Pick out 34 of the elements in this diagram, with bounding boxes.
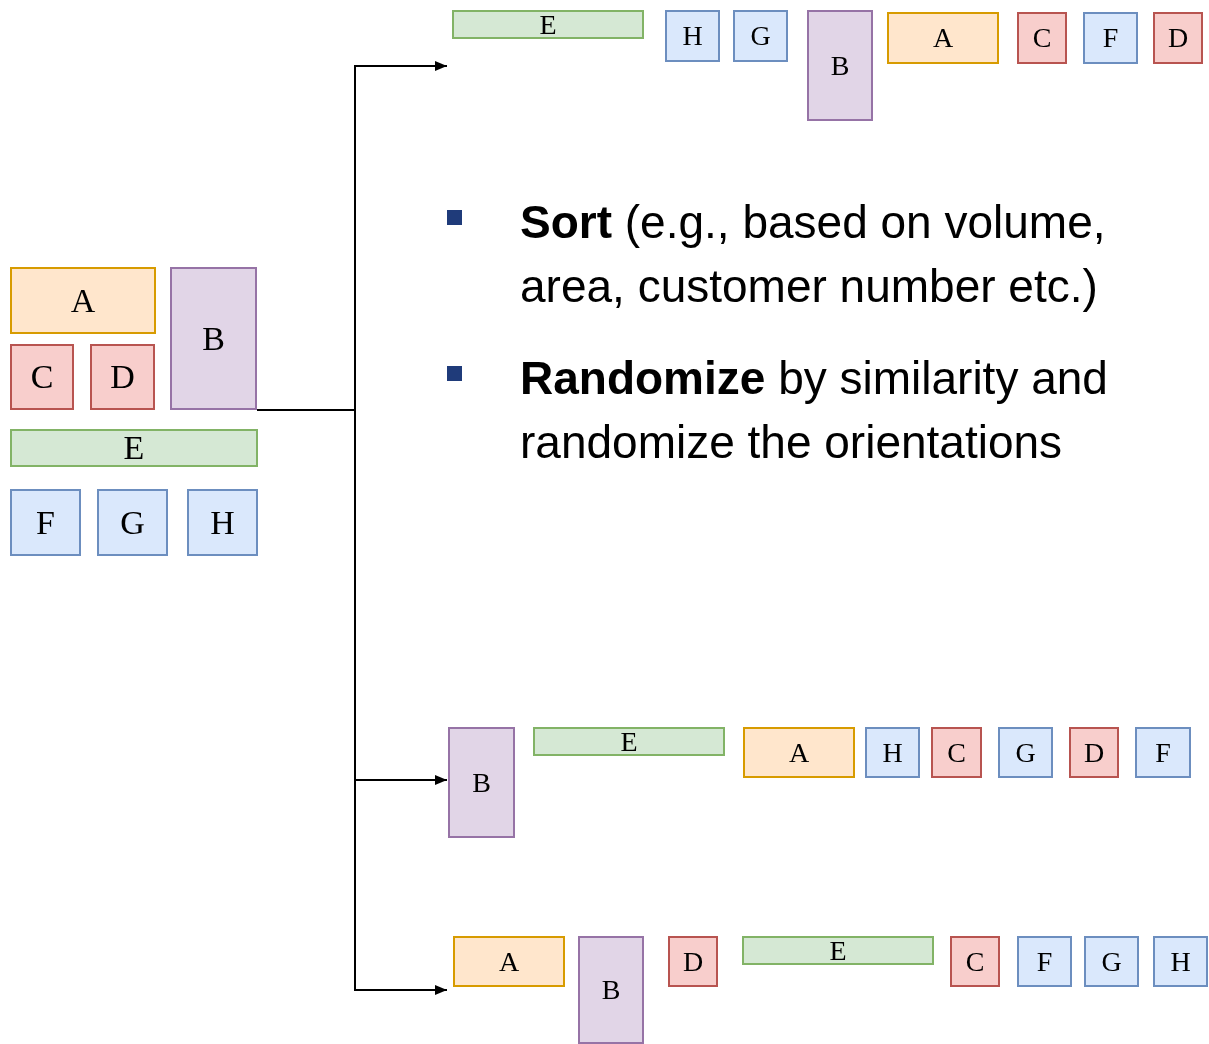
item-box: H (665, 10, 720, 62)
bullet-text: Randomize by similarity and randomize the orientations (520, 351, 1109, 470)
item-box: C (10, 344, 74, 410)
item-box: E (533, 727, 725, 756)
item-box: A (743, 727, 855, 778)
item-box: D (90, 344, 155, 410)
item-box: C (931, 727, 982, 778)
item-box: E (452, 10, 644, 39)
item-box: G (733, 10, 788, 62)
item-box: F (10, 489, 81, 556)
item-box: C (1017, 12, 1067, 64)
item-box: B (448, 727, 515, 838)
item-box: E (10, 429, 258, 467)
item-box: C (950, 936, 1000, 987)
item-box: F (1135, 727, 1191, 778)
item-box: G (998, 727, 1053, 778)
item-box: F (1083, 12, 1138, 64)
item-box: B (170, 267, 257, 410)
item-box: E (742, 936, 934, 965)
item-box: F (1017, 936, 1072, 987)
item-box: D (1069, 727, 1119, 778)
item-box: H (865, 727, 920, 778)
bullet-text: Sort (e.g., based on volume, area, customer number etc.) (520, 195, 1107, 314)
item-box: B (578, 936, 644, 1044)
item-box: A (10, 267, 156, 334)
item-box: B (807, 10, 873, 121)
item-box: D (1153, 12, 1203, 64)
item-box: H (187, 489, 258, 556)
item-box: D (668, 936, 718, 987)
item-box: A (453, 936, 565, 987)
item-box: G (97, 489, 168, 556)
item-box: A (887, 12, 999, 64)
item-box: H (1153, 936, 1208, 987)
item-box: G (1084, 936, 1139, 987)
